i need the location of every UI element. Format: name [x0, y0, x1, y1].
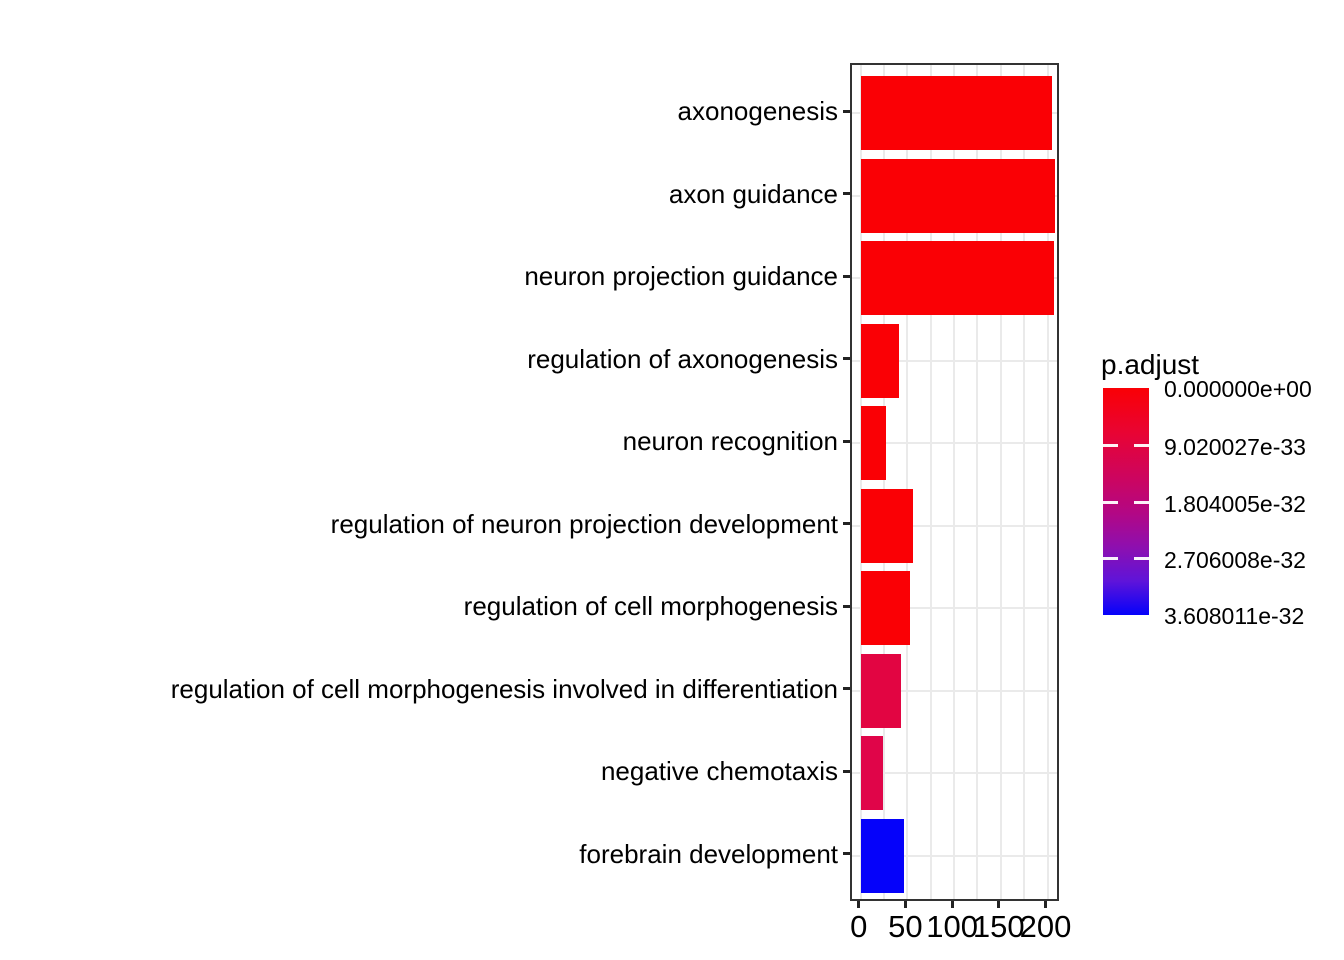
gridline-vertical [1046, 65, 1049, 899]
bar [860, 488, 913, 563]
gridline-horizontal [852, 854, 1057, 857]
gridline-vertical [859, 65, 862, 899]
gridline-horizontal [852, 607, 1057, 609]
legend-label: 9.020027e-33 [1164, 433, 1306, 460]
bar [860, 323, 899, 398]
legend-label: 2.706008e-32 [1164, 546, 1306, 573]
legend-colorbar-tick [1134, 557, 1149, 561]
legend-title: p.adjust [1101, 349, 1200, 380]
y-tick-mark [843, 852, 850, 855]
bar [860, 76, 1053, 150]
x-axis-label: 150 [972, 909, 1025, 944]
bar [860, 736, 884, 810]
gridline-vertical [929, 65, 932, 899]
gridline-vertical [883, 65, 886, 899]
bar [860, 818, 904, 893]
x-tick-mark [997, 901, 1001, 908]
bar [860, 571, 911, 645]
bar [860, 406, 886, 480]
y-axis-label: forebrain development [579, 838, 838, 869]
y-tick-mark [843, 439, 850, 443]
gridline-vertical [999, 65, 1002, 899]
y-axis-label: negative chemotaxis [600, 756, 838, 786]
legend-colorbar-tick [1134, 444, 1149, 448]
bar [860, 653, 901, 728]
y-axis-label: neuron projection guidance [524, 261, 838, 291]
y-tick-mark [843, 357, 850, 360]
y-axis-label: neuron recognition [622, 426, 838, 456]
y-axis-label: regulation of cell morphogenesis [463, 591, 838, 621]
gridline-horizontal [852, 524, 1057, 527]
legend-label: 3.608011e-32 [1164, 603, 1305, 629]
y-axis-label: regulation of neuron projection developm… [330, 508, 838, 539]
x-axis-label: 200 [1019, 909, 1072, 944]
bar [860, 158, 1055, 233]
plot-panel [850, 63, 1059, 901]
y-tick-mark [843, 192, 850, 195]
y-tick-mark [843, 109, 850, 113]
legend-colorbar-tick [1103, 444, 1118, 448]
x-axis-label: 50 [888, 909, 923, 944]
y-tick-mark [843, 522, 850, 525]
y-tick-mark [843, 687, 850, 690]
legend-colorbar-tick [1103, 501, 1118, 505]
bar [860, 241, 1055, 315]
y-axis-label: regulation of cell morphogenesis involve… [170, 673, 838, 704]
gridline-vertical [1023, 65, 1026, 899]
x-tick-mark [950, 901, 954, 908]
gridline-horizontal [852, 359, 1057, 362]
y-tick-mark [843, 604, 850, 608]
gridline-horizontal [852, 772, 1057, 774]
legend-colorbar [1103, 388, 1149, 615]
x-tick-mark [903, 901, 907, 908]
y-axis-label: axon guidance [668, 178, 838, 209]
y-axis-label: regulation of axonogenesis [527, 343, 838, 374]
legend-colorbar-tick [1134, 501, 1149, 505]
y-axis-label: axonogenesis [677, 96, 838, 126]
legend-label: 0.000000e+00 [1164, 376, 1312, 402]
y-tick-mark [843, 769, 850, 773]
gridline-horizontal [852, 442, 1057, 444]
x-tick-mark [857, 901, 861, 908]
legend-label: 1.804005e-32 [1164, 490, 1306, 517]
x-axis-label: 0 [850, 909, 868, 944]
x-tick-mark [1044, 901, 1047, 908]
gridline-vertical [976, 65, 979, 899]
gridline-vertical [906, 65, 909, 899]
legend-colorbar-tick [1103, 557, 1118, 561]
gridline-horizontal [852, 689, 1057, 692]
gridline-vertical [953, 65, 956, 899]
x-axis-label: 100 [926, 909, 978, 944]
y-tick-mark [843, 274, 850, 278]
